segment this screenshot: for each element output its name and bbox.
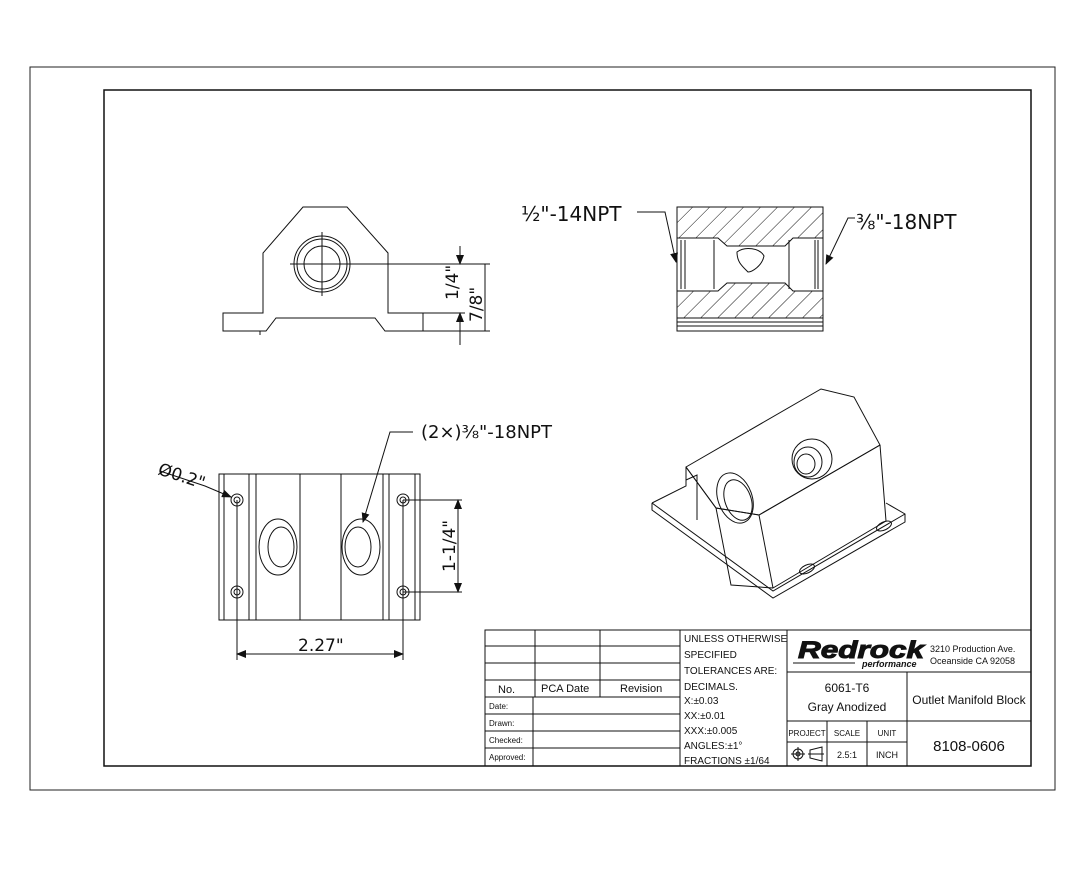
rev-header-revision: Revision <box>620 683 662 695</box>
tolerance-notes: UNLESS OTHERWISE SPECIFIED TOLERANCES AR… <box>684 634 787 767</box>
logo-sub: performance <box>861 659 917 669</box>
section-right-thread: ⅜"-18NPT <box>856 210 957 234</box>
tolerance-line: FRACTIONS ±1/64 <box>684 756 770 767</box>
outer-border <box>29 66 1056 791</box>
bottom-holes-note: (2×)⅜"-18NPT <box>421 422 553 443</box>
tolerance-line: XXX:±0.005 <box>684 726 738 737</box>
front-view <box>222 206 490 345</box>
bottom-hole-dia: Ø0.2" <box>155 460 207 494</box>
front-dim-inner: 1/4" <box>443 265 463 300</box>
project-label: PROJECT <box>788 729 825 738</box>
tolerance-line: UNLESS OTHERWISE <box>684 634 787 645</box>
material-text: 6061-T6 <box>825 681 870 695</box>
tolerance-line: SPECIFIED <box>684 650 737 661</box>
redrock-logo: Redrock performance <box>793 637 927 669</box>
unit-label: UNIT <box>878 729 897 738</box>
sign-row-checked: Checked: <box>489 736 523 745</box>
third-angle-projection-icon <box>791 746 824 762</box>
rev-header-no: No. <box>498 684 515 696</box>
rev-header-pca-date: PCA Date <box>541 683 589 695</box>
logo-main: Redrock <box>798 637 926 664</box>
section-view <box>637 206 855 332</box>
scale-value: 2.5:1 <box>837 750 857 760</box>
unit-value: INCH <box>876 750 898 760</box>
title-block <box>484 629 1032 767</box>
part-number: 8108-0606 <box>933 738 1005 755</box>
tolerance-line: TOLERANCES ARE: <box>684 666 777 677</box>
section-left-thread: ½"-14NPT <box>521 202 622 226</box>
tolerance-line: XX:±0.01 <box>684 711 726 722</box>
sign-row-date: Date: <box>489 702 508 711</box>
company-address-line1: 3210 Production Ave. <box>930 644 1015 654</box>
tolerance-line: ANGLES:±1° <box>684 741 742 752</box>
bottom-vertical-dim: 1-1/4" <box>440 520 460 572</box>
bottom-view <box>159 431 462 660</box>
sign-row-drawn: Drawn: <box>489 719 514 728</box>
part-name: Outlet Manifold Block <box>912 693 1026 707</box>
company-address-line2: Oceanside CA 92058 <box>930 656 1015 666</box>
front-dim-outer: 7/8" <box>467 287 487 322</box>
scale-label: SCALE <box>834 729 860 738</box>
finish-text: Gray Anodized <box>808 700 887 714</box>
tolerance-line: X:±0.03 <box>684 696 719 707</box>
sign-row-approved: Approved: <box>489 753 525 762</box>
isometric-view <box>651 388 906 599</box>
tolerance-line: DECIMALS. <box>684 682 738 693</box>
bottom-width-dim: 2.27" <box>298 636 344 656</box>
